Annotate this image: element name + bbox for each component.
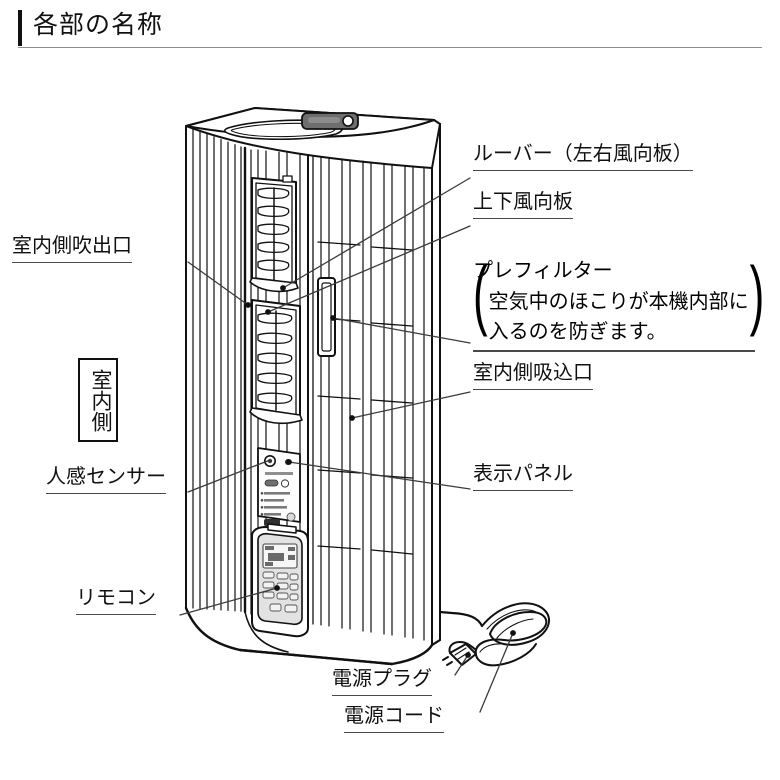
page-title: 各部の名称 [33, 11, 164, 39]
header-accent-bar [18, 10, 22, 46]
callout-prefilter-title: プレフィルター [473, 260, 613, 282]
callout-prefilter-underline [473, 350, 755, 352]
callout-remote-control: リモコン [76, 585, 156, 615]
callout-human-sensor: 人感センサー [46, 464, 166, 494]
callout-prefilter-note-line1: 空気中のほこりが本機内部に [488, 291, 749, 313]
paren-open: ( [473, 252, 488, 338]
header-divider [18, 47, 762, 48]
callout-updown-vane: 上下風向板 [473, 189, 573, 219]
callout-prefilter: プレフィルター ( 空気中のほこりが本機内部に 入るのを防ぎます。 ) [473, 257, 764, 352]
callout-prefilter-note-line2: 入るのを防ぎます。 [488, 321, 667, 343]
paren-close: ) [749, 252, 765, 338]
indoor-side-orientation-label: 室内側 [78, 358, 118, 442]
callout-indoor-intake: 室内側吸込口 [473, 360, 593, 390]
callout-power-plug: 電源プラグ [332, 666, 432, 696]
callout-louver: ルーバー（左右風向板） [473, 141, 693, 171]
callout-display-panel: 表示パネル [473, 461, 573, 491]
page-header: 各部の名称 [0, 0, 780, 52]
callout-power-cord: 電源コード [344, 703, 444, 733]
callout-prefilter-note: ( 空気中のほこりが本機内部に 入るのを防ぎます。 ) [473, 257, 764, 347]
callout-indoor-outlet: 室内側吹出口 [12, 233, 132, 263]
